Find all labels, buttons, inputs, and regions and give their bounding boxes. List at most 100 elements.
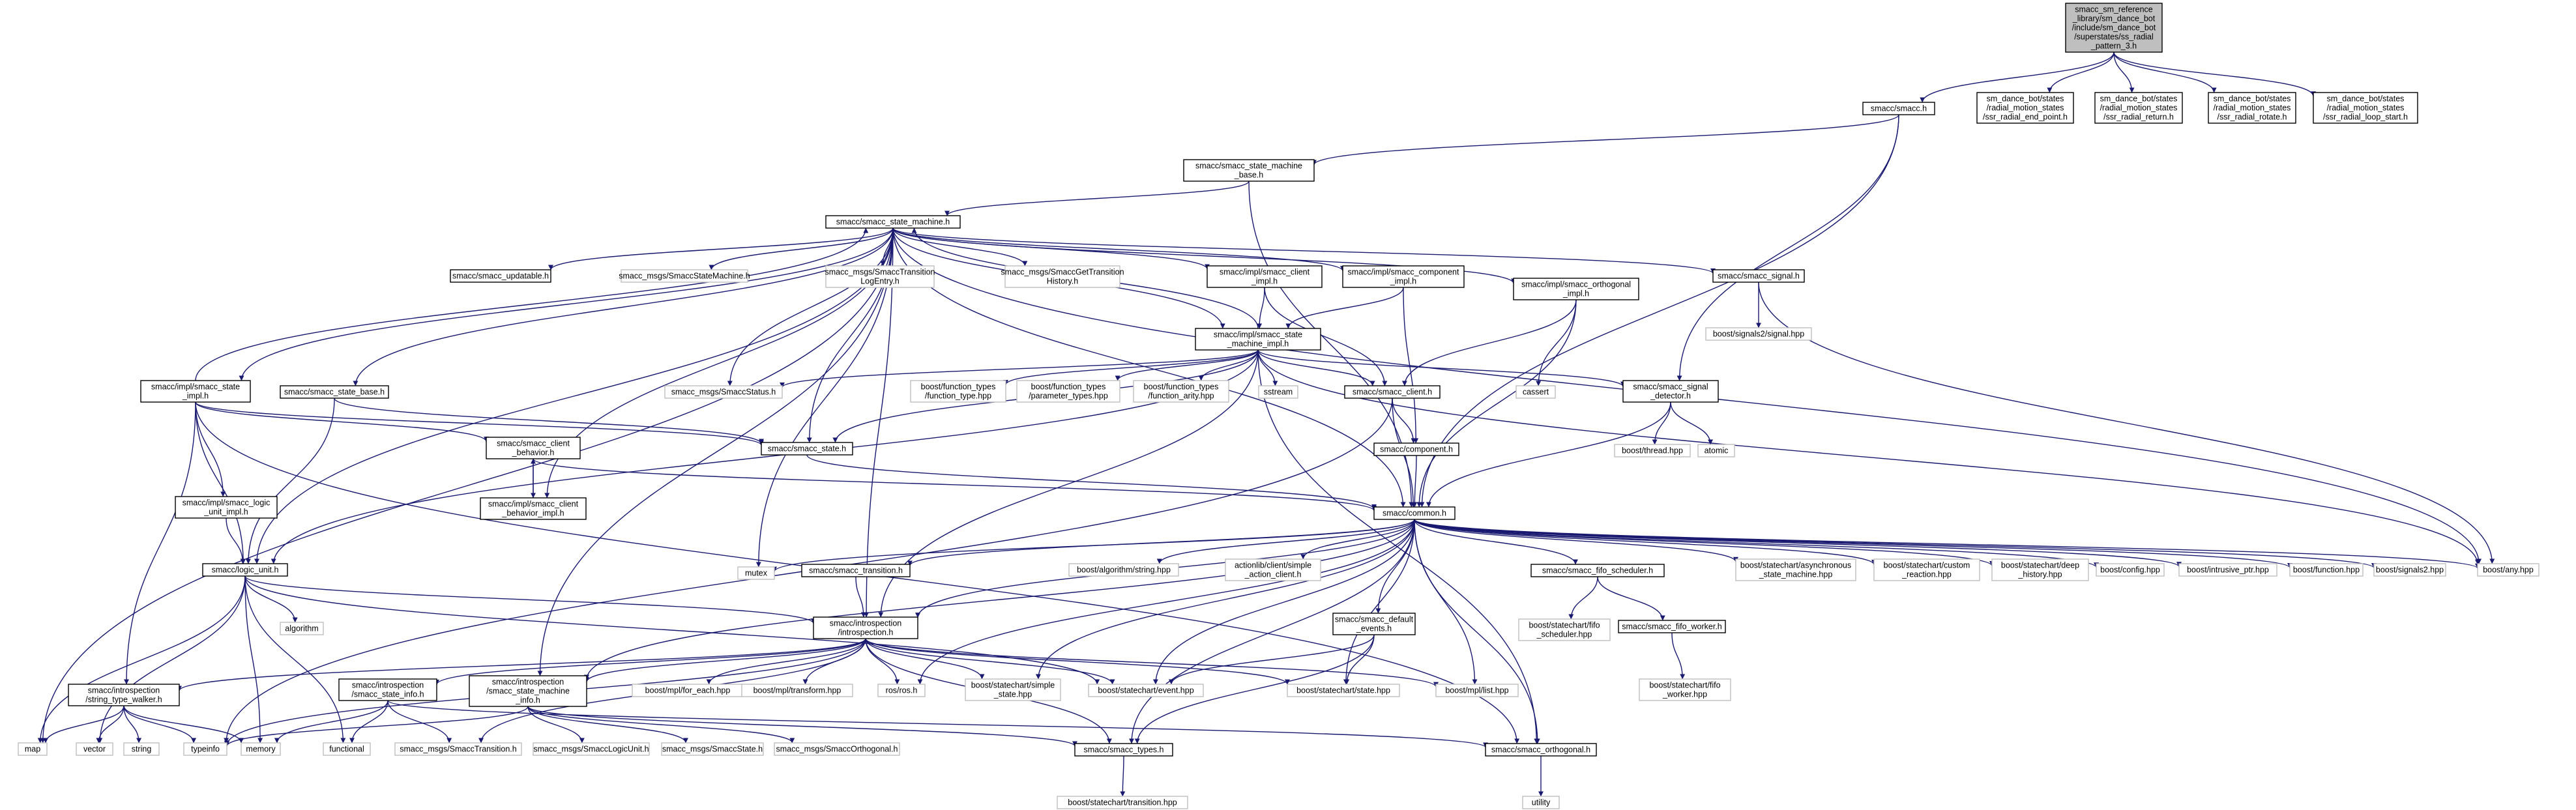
edge-default_events-to-state_hpp — [1344, 634, 1375, 685]
edge-state_machine-to-component_impl — [892, 227, 1345, 272]
node-box-mutex — [737, 566, 775, 580]
edge-component_impl-to-sm_impl — [1285, 287, 1404, 329]
edge-client_impl-to-client_h — [1264, 287, 1388, 386]
node-label-msg_status: smacc_msgs/SmaccStatus.h — [671, 388, 776, 397]
node-box-signals2_hpp — [2373, 563, 2446, 577]
node-box-list_hpp — [1435, 684, 1519, 697]
node-orth_impl[interactable]: smacc/impl/smacc_orthogonal_impl.h — [1513, 278, 1639, 300]
node-label-simple_action: actionlib/client/simple — [1235, 561, 1311, 570]
node-component_impl[interactable]: smacc/impl/smacc_component_impl.h — [1342, 265, 1465, 288]
edge-state_info-to-orthogonal_h — [387, 700, 1488, 748]
node-fifo_sched[interactable]: smacc/smacc_fifo_scheduler.h — [1530, 564, 1665, 577]
node-label-introspection: smacc/introspection — [830, 619, 902, 628]
node-logic_unit[interactable]: smacc/logic_unit.h — [202, 563, 288, 577]
node-transition_h[interactable]: smacc/smacc_transition.h — [801, 564, 911, 577]
node-label-msg_statemachine: smacc_msgs/SmaccStateMachine.h — [619, 272, 750, 281]
node-box-custom_reaction — [1873, 558, 1980, 581]
edge-logic_unit-to-introspection — [244, 575, 816, 624]
node-signals2_signal: boost/signals2/signal.hpp — [1705, 327, 1812, 341]
node-box-alg_string — [1068, 563, 1179, 577]
node-box-functional — [323, 742, 371, 756]
node-label-memory: memory — [246, 745, 276, 754]
node-box-types_h — [1074, 743, 1173, 757]
node-label-sm_impl: _machine_impl.h — [1227, 340, 1289, 349]
node-default_events[interactable]: smacc/smacc_default_events.h — [1332, 613, 1416, 635]
node-label-updatable: smacc/smacc_updatable.h — [452, 272, 549, 281]
node-box-sstream — [1258, 385, 1298, 399]
node-label-functional: functional — [329, 745, 364, 754]
node-label-logic_unit: smacc/logic_unit.h — [212, 566, 279, 575]
node-box-msg_transition — [394, 742, 522, 756]
node-label-orth_impl: _impl.h — [1562, 289, 1589, 298]
node-box-signals2_signal — [1705, 327, 1812, 341]
edge-sm_impl-to-ft_arity — [1198, 349, 1259, 381]
node-component_h[interactable]: smacc/component.h — [1373, 442, 1459, 456]
node-sm_base[interactable]: smacc/smacc_state_machine_base.h — [1183, 159, 1315, 182]
node-common_h[interactable]: smacc/common.h — [1373, 506, 1456, 520]
node-sm_info[interactable]: smacc/introspection/smacc_state_machine_… — [469, 675, 587, 707]
node-radial_rotate[interactable]: sm_dance_bot/states/radial_motion_states… — [2208, 92, 2296, 124]
node-box-fifo_sched_hpp — [1518, 618, 1611, 641]
node-box-atomic — [1697, 444, 1735, 457]
edge-common_h-to-any_hpp — [1414, 519, 2480, 569]
node-fifo_worker[interactable]: smacc/smacc_fifo_worker.h — [1618, 620, 1726, 633]
node-radial_return[interactable]: sm_dance_bot/states/radial_motion_states… — [2094, 92, 2183, 124]
node-box-fifo_worker — [1618, 620, 1726, 633]
node-state_info[interactable]: smacc/introspection/smacc_state_info.h — [338, 678, 437, 701]
node-typeinfo: typeinfo — [183, 742, 227, 756]
node-signal_h[interactable]: smacc/smacc_signal.h — [1712, 269, 1805, 283]
node-label-async_sm: boost/statechart/asynchronous — [1740, 561, 1851, 570]
node-label-intrusive_ptr: boost/intrusive_ptr.hpp — [2187, 566, 2269, 575]
edge-fifo_sched-to-fifo_sched_hpp — [1568, 576, 1598, 620]
node-async_sm: boost/statechart/asynchronous_state_mach… — [1735, 558, 1856, 581]
node-client_behavior_impl[interactable]: smacc/impl/smacc_client_behavior_impl.h — [480, 497, 587, 520]
node-state_impl[interactable]: smacc/impl/smacc_state_impl.h — [140, 380, 251, 403]
edge-root-to-radial_end — [2047, 51, 2115, 93]
node-sstream: sstream — [1258, 385, 1298, 399]
edge-signal_detector-to-atomic — [1670, 401, 1714, 445]
node-stw[interactable]: smacc/introspection/string_type_walker.h — [68, 684, 180, 706]
node-box-radial_loop — [2313, 92, 2418, 124]
edge-client_impl-to-sm_impl — [1257, 287, 1265, 329]
node-signal_detector[interactable]: smacc/smacc_signal_detector.h — [1622, 380, 1719, 403]
node-state_base[interactable]: smacc/smacc_state_base.h — [280, 385, 389, 399]
node-box-map — [18, 742, 48, 756]
node-root[interactable]: smacc_sm_reference_library/sm_dance_bot/… — [2065, 3, 2163, 53]
node-sm_impl[interactable]: smacc/impl/smacc_state_machine_impl.h — [1195, 328, 1321, 351]
edge-smacc_h-to-sm_base — [1311, 114, 1899, 166]
node-updatable[interactable]: smacc/smacc_updatable.h — [450, 269, 551, 283]
edge-orth_impl-to-client_h — [1401, 299, 1577, 386]
node-label-signal_detector: smacc/smacc_signal — [1633, 383, 1708, 392]
node-thread_hpp: boost/thread.hpp — [1614, 444, 1691, 457]
node-radial_end[interactable]: sm_dance_bot/states/radial_motion_states… — [1976, 92, 2074, 124]
node-label-client_behavior_impl: _behavior_impl.h — [501, 509, 564, 518]
edge-common_h-to-orthogonal_h — [1414, 519, 1540, 744]
node-box-client_behavior — [486, 437, 581, 459]
edge-sm_impl-to-client_h — [1257, 349, 1375, 386]
edge-state_base-to-state_h — [334, 398, 764, 444]
node-types_h[interactable]: smacc/smacc_types.h — [1074, 743, 1173, 757]
node-box-stw — [68, 684, 180, 706]
node-label-client_impl: smacc/impl/smacc_client — [1220, 268, 1310, 277]
node-label-signals2_hpp: boost/signals2.hpp — [2376, 566, 2444, 575]
node-logic_unit_impl[interactable]: smacc/impl/smacc_logic_unit_impl.h — [175, 496, 278, 519]
node-mutex: mutex — [737, 566, 775, 580]
node-deep_history: boost/statechart/deep_history.hpp — [1991, 558, 2089, 581]
node-label-msg_gethist: History.h — [1047, 277, 1078, 286]
node-label-logic_unit_impl: smacc/impl/smacc_logic — [183, 499, 271, 508]
node-client_h[interactable]: smacc/smacc_client.h — [1344, 385, 1441, 399]
node-state_machine[interactable]: smacc/smacc_state_machine.h — [825, 215, 961, 229]
edge-sm_impl-to-ft_type — [1003, 349, 1259, 385]
node-introspection[interactable]: smacc/introspection/introspection.h — [813, 616, 918, 639]
edge-stw-to-string — [123, 705, 142, 744]
node-box-client_behavior_impl — [480, 497, 587, 520]
node-label-cassert: cassert — [1523, 388, 1549, 397]
node-label-state_impl: smacc/impl/smacc_state — [151, 383, 240, 392]
node-client_impl[interactable]: smacc/impl/smacc_client_impl.h — [1207, 265, 1323, 288]
node-orthogonal_h[interactable]: smacc/smacc_orthogonal.h — [1485, 743, 1597, 757]
node-smacc_h[interactable]: smacc/smacc.h — [1862, 102, 1935, 115]
node-msg_state: smacc_msgs/SmaccState.h — [661, 742, 764, 756]
node-radial_loop[interactable]: sm_dance_bot/states/radial_motion_states… — [2313, 92, 2418, 124]
node-client_behavior[interactable]: smacc/smacc_client_behavior.h — [486, 437, 581, 459]
node-state_h[interactable]: smacc/smacc_state.h — [761, 442, 853, 456]
